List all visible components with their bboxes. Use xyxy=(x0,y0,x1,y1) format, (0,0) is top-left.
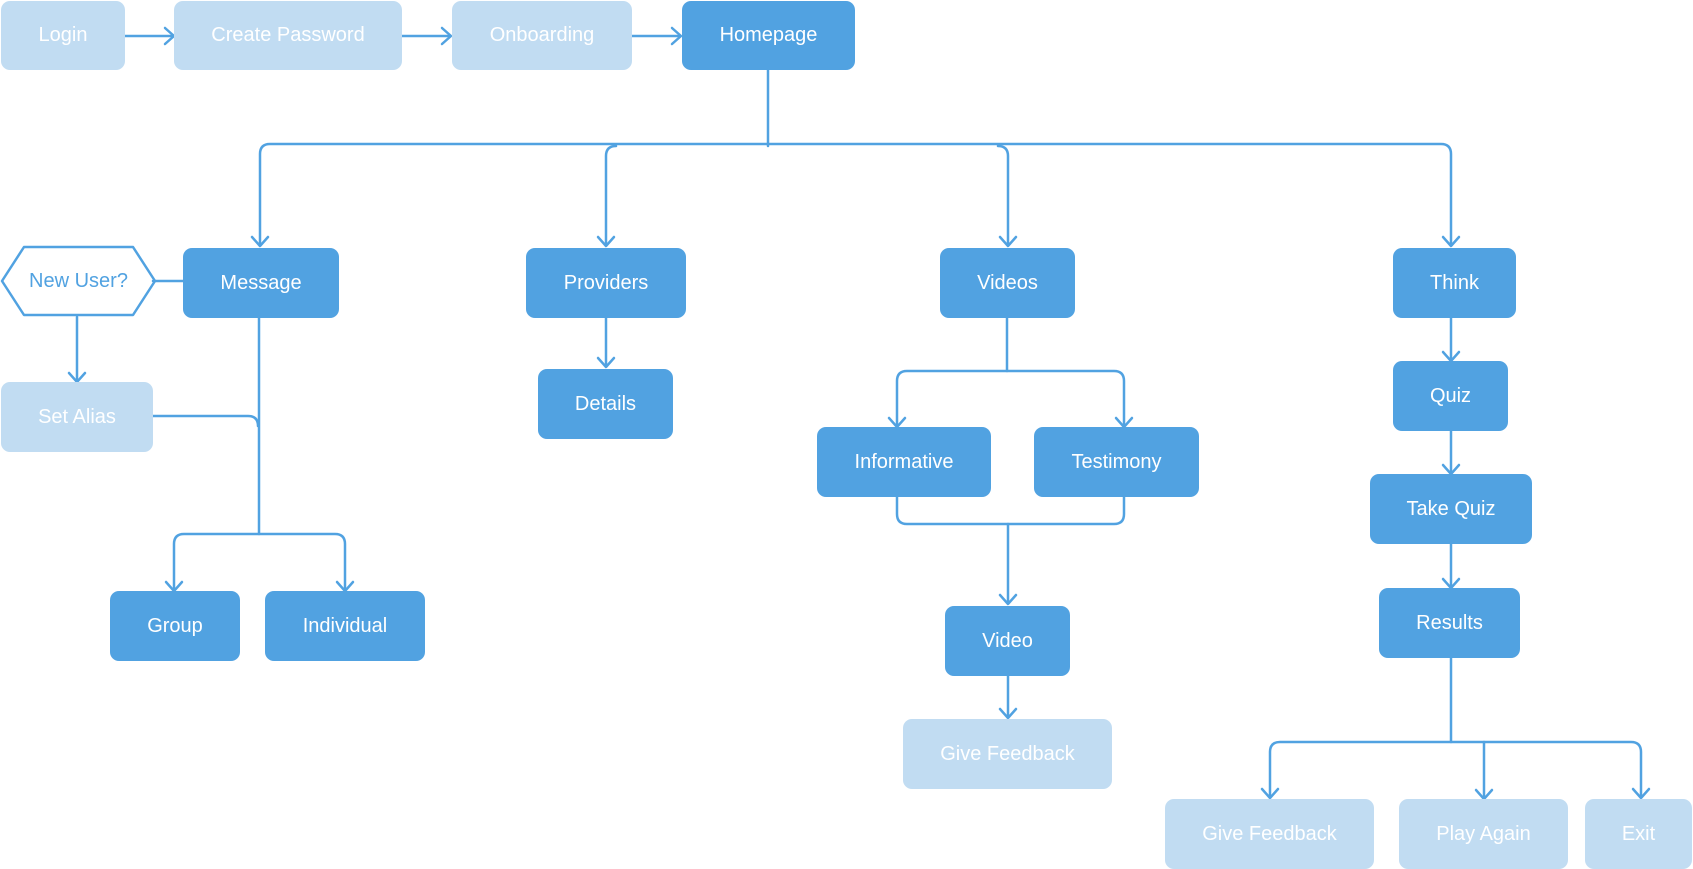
node-results[interactable]: Results xyxy=(1379,588,1520,658)
node-homepage-label: Homepage xyxy=(719,24,818,46)
node-onboarding[interactable]: Onboarding xyxy=(452,1,632,70)
node-quiz[interactable]: Quiz xyxy=(1393,361,1508,431)
node-message-label: Message xyxy=(220,271,302,294)
node-details-label: Details xyxy=(574,392,637,415)
node-individual-label: Individual xyxy=(302,614,388,637)
edge-homepage-branches xyxy=(250,68,1461,248)
node-videos-label: Videos xyxy=(977,271,1038,294)
node-give-feedback-video[interactable]: Give Feedback xyxy=(903,719,1112,789)
node-testimony[interactable]: Testimony xyxy=(1034,427,1199,497)
node-homepage[interactable]: Homepage xyxy=(682,1,855,70)
node-exit[interactable]: Exit xyxy=(1585,799,1692,869)
node-group[interactable]: Group xyxy=(110,591,240,661)
node-results-label: Results xyxy=(1416,611,1483,634)
node-providers[interactable]: Providers xyxy=(526,248,686,318)
node-informative[interactable]: Informative xyxy=(817,427,991,497)
edge-create-password-to-onboarding xyxy=(400,26,453,46)
node-think-label: Think xyxy=(1430,271,1479,294)
node-give-feedback-video-label: Give Feedback xyxy=(940,742,1075,765)
edge-providers-to-details xyxy=(596,316,616,369)
node-testimony-label: Testimony xyxy=(1071,450,1162,473)
node-play-again-label: Play Again xyxy=(1436,822,1531,845)
node-create-password-label: Create Password xyxy=(211,24,365,46)
node-give-feedback-results-label: Give Feedback xyxy=(1202,822,1337,845)
node-think[interactable]: Think xyxy=(1393,248,1516,318)
node-take-quiz[interactable]: Take Quiz xyxy=(1370,474,1532,544)
node-take-quiz-label: Take Quiz xyxy=(1406,497,1496,520)
edge-videos-branch xyxy=(887,316,1134,720)
node-create-password[interactable]: Create Password xyxy=(174,1,402,70)
node-video[interactable]: Video xyxy=(945,606,1070,676)
node-video-label: Video xyxy=(982,629,1033,652)
node-message[interactable]: Message xyxy=(183,248,339,318)
node-informative-label: Informative xyxy=(854,450,954,473)
node-group-label: Group xyxy=(147,614,203,637)
node-login[interactable]: Login xyxy=(1,1,125,70)
new-user-decision-shape xyxy=(0,245,157,317)
edge-think-branch xyxy=(1260,316,1651,801)
edge-onboarding-to-homepage xyxy=(630,26,683,46)
node-providers-label: Providers xyxy=(563,271,649,294)
node-play-again[interactable]: Play Again xyxy=(1399,799,1568,869)
node-set-alias[interactable]: Set Alias xyxy=(1,382,153,452)
new-user-decision-label: New User? xyxy=(29,269,128,292)
node-details[interactable]: Details xyxy=(538,369,673,439)
edge-login-to-create-password xyxy=(123,26,176,46)
node-give-feedback-results[interactable]: Give Feedback xyxy=(1165,799,1374,869)
node-exit-label: Exit xyxy=(1621,822,1656,845)
node-onboarding-label: Onboarding xyxy=(489,24,595,46)
node-set-alias-label: Set Alias xyxy=(38,405,116,428)
node-quiz-label: Quiz xyxy=(1429,384,1472,407)
node-videos[interactable]: Videos xyxy=(940,248,1075,318)
node-login-label: Login xyxy=(38,24,88,46)
node-individual[interactable]: Individual xyxy=(265,591,425,661)
